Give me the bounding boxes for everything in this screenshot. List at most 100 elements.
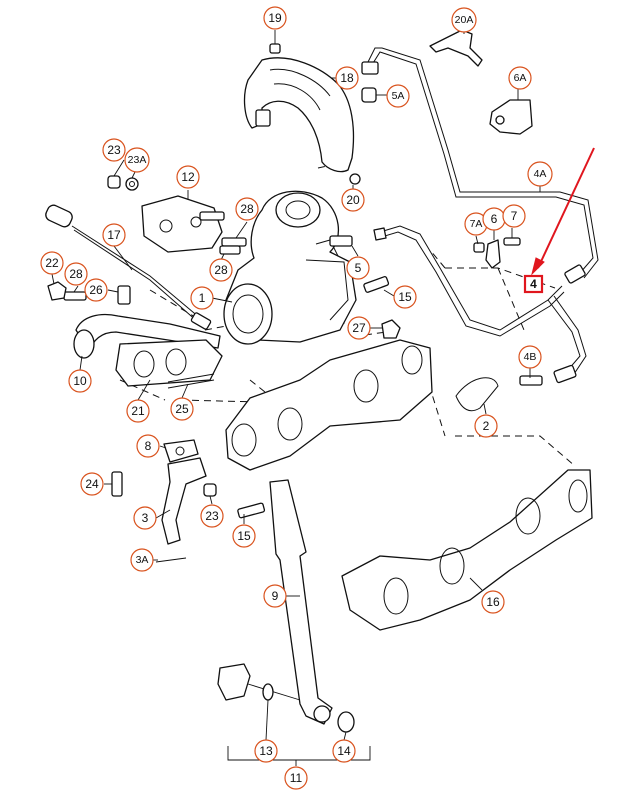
callout-21[interactable]: 21 xyxy=(126,399,150,423)
svg-text:28: 28 xyxy=(69,267,83,281)
gasket-21 xyxy=(115,339,223,387)
callout-19[interactable]: 19 xyxy=(263,6,287,30)
callout-16[interactable]: 16 xyxy=(481,590,505,614)
svg-text:7A: 7A xyxy=(470,218,483,230)
turbocharger-1 xyxy=(223,190,357,345)
gasket-16 xyxy=(341,469,593,631)
callout-6[interactable]: 6 xyxy=(482,207,506,231)
banjo-bolt-5A xyxy=(361,87,388,103)
svg-text:5: 5 xyxy=(355,261,362,275)
callout-9[interactable]: 9 xyxy=(263,584,287,608)
svg-text:15: 15 xyxy=(237,529,251,543)
svg-text:8: 8 xyxy=(145,439,152,453)
svg-text:10: 10 xyxy=(73,374,87,388)
callout-24[interactable]: 24 xyxy=(80,472,104,496)
pointer-arrow xyxy=(531,147,595,276)
callout-10[interactable]: 10 xyxy=(68,369,92,393)
svg-text:23: 23 xyxy=(107,143,121,157)
callout-25[interactable]: 25 xyxy=(170,397,194,421)
callout-14[interactable]: 14 xyxy=(332,739,356,763)
nut-22 xyxy=(47,281,67,301)
bracket-20A xyxy=(429,29,483,67)
bolt-15-upper xyxy=(363,276,390,293)
clip-2 xyxy=(455,377,499,412)
svg-text:16: 16 xyxy=(486,595,500,609)
callout-20[interactable]: 20 xyxy=(341,188,365,212)
callout-3[interactable]: 3 xyxy=(133,506,157,530)
svg-text:21: 21 xyxy=(131,404,145,418)
callout-15-lower[interactable]: 15 xyxy=(232,524,256,548)
o-ring-14 xyxy=(337,711,355,733)
stud-28-left xyxy=(63,291,87,301)
washer-23A xyxy=(125,177,139,191)
callout-18[interactable]: 18 xyxy=(335,66,359,90)
svg-text:6A: 6A xyxy=(514,72,527,84)
callout-7[interactable]: 7 xyxy=(502,204,526,228)
svg-text:20: 20 xyxy=(346,193,360,207)
bolt-24 xyxy=(111,471,123,497)
bolt-7 xyxy=(503,237,521,246)
callout-11[interactable]: 11 xyxy=(284,766,308,790)
bolt-26 xyxy=(117,285,131,305)
svg-text:11: 11 xyxy=(290,771,303,785)
callout-26[interactable]: 26 xyxy=(84,278,108,302)
coolant-pipe-10 xyxy=(73,313,221,359)
oil-line-4 xyxy=(361,47,599,384)
clamp-6 xyxy=(485,239,501,269)
svg-text:4B: 4B xyxy=(524,351,537,363)
callout-6A[interactable]: 6A xyxy=(508,66,532,90)
exhaust-manifold xyxy=(225,339,433,471)
callout-4-highlighted[interactable]: 4 xyxy=(523,274,544,294)
svg-text:12: 12 xyxy=(181,170,195,184)
svg-text:9: 9 xyxy=(272,589,279,603)
svg-text:25: 25 xyxy=(175,402,189,416)
flange-8 xyxy=(163,439,199,463)
callout-28-lower[interactable]: 28 xyxy=(209,258,233,282)
callout-5[interactable]: 5 xyxy=(346,256,370,280)
svg-text:27: 27 xyxy=(352,321,366,335)
callout-1[interactable]: 1 xyxy=(190,286,214,310)
callout-13[interactable]: 13 xyxy=(254,739,278,763)
callout-28-upper[interactable]: 28 xyxy=(235,197,259,221)
svg-text:1: 1 xyxy=(199,291,206,305)
callout-2[interactable]: 2 xyxy=(474,414,498,438)
callout-3A[interactable]: 3A xyxy=(130,548,154,572)
seal-3A xyxy=(155,557,187,563)
callout-8[interactable]: 8 xyxy=(136,434,160,458)
callout-23A[interactable]: 23A xyxy=(124,147,150,173)
svg-text:14: 14 xyxy=(337,744,351,758)
svg-text:2: 2 xyxy=(483,419,490,433)
callout-20A[interactable]: 20A xyxy=(451,7,477,33)
callout-28-left[interactable]: 28 xyxy=(64,262,88,286)
callout-15-upper[interactable]: 15 xyxy=(393,285,417,309)
callout-4B[interactable]: 4B xyxy=(518,345,542,369)
studs-25 xyxy=(167,373,215,389)
callout-7A[interactable]: 7A xyxy=(464,212,488,236)
support-bracket-12 xyxy=(141,195,225,253)
svg-text:5A: 5A xyxy=(392,90,405,102)
svg-text:7: 7 xyxy=(511,209,518,223)
support-rod-9 xyxy=(269,479,333,725)
callout-27[interactable]: 27 xyxy=(347,316,371,340)
svg-text:15: 15 xyxy=(398,290,412,304)
callout-23-lower[interactable]: 23 xyxy=(200,504,224,528)
sensor-17 xyxy=(45,204,212,330)
svg-text:26: 26 xyxy=(89,283,103,297)
callout-5A[interactable]: 5A xyxy=(386,84,410,108)
svg-text:23A: 23A xyxy=(128,154,147,166)
callout-12[interactable]: 12 xyxy=(176,165,200,189)
callout-17[interactable]: 17 xyxy=(102,223,126,247)
svg-text:6: 6 xyxy=(491,212,498,226)
callout-22[interactable]: 22 xyxy=(40,251,64,275)
svg-text:17: 17 xyxy=(107,228,121,242)
mount-6A xyxy=(489,99,533,135)
svg-text:18: 18 xyxy=(340,71,354,85)
svg-text:3: 3 xyxy=(142,511,149,525)
callout-4A[interactable]: 4A xyxy=(527,161,553,187)
svg-text:28: 28 xyxy=(214,263,228,277)
group-bracket-11 xyxy=(227,746,371,761)
bolt-15-lower xyxy=(237,502,266,519)
svg-text:28: 28 xyxy=(240,202,254,216)
callout-23-upper[interactable]: 23 xyxy=(102,138,126,162)
